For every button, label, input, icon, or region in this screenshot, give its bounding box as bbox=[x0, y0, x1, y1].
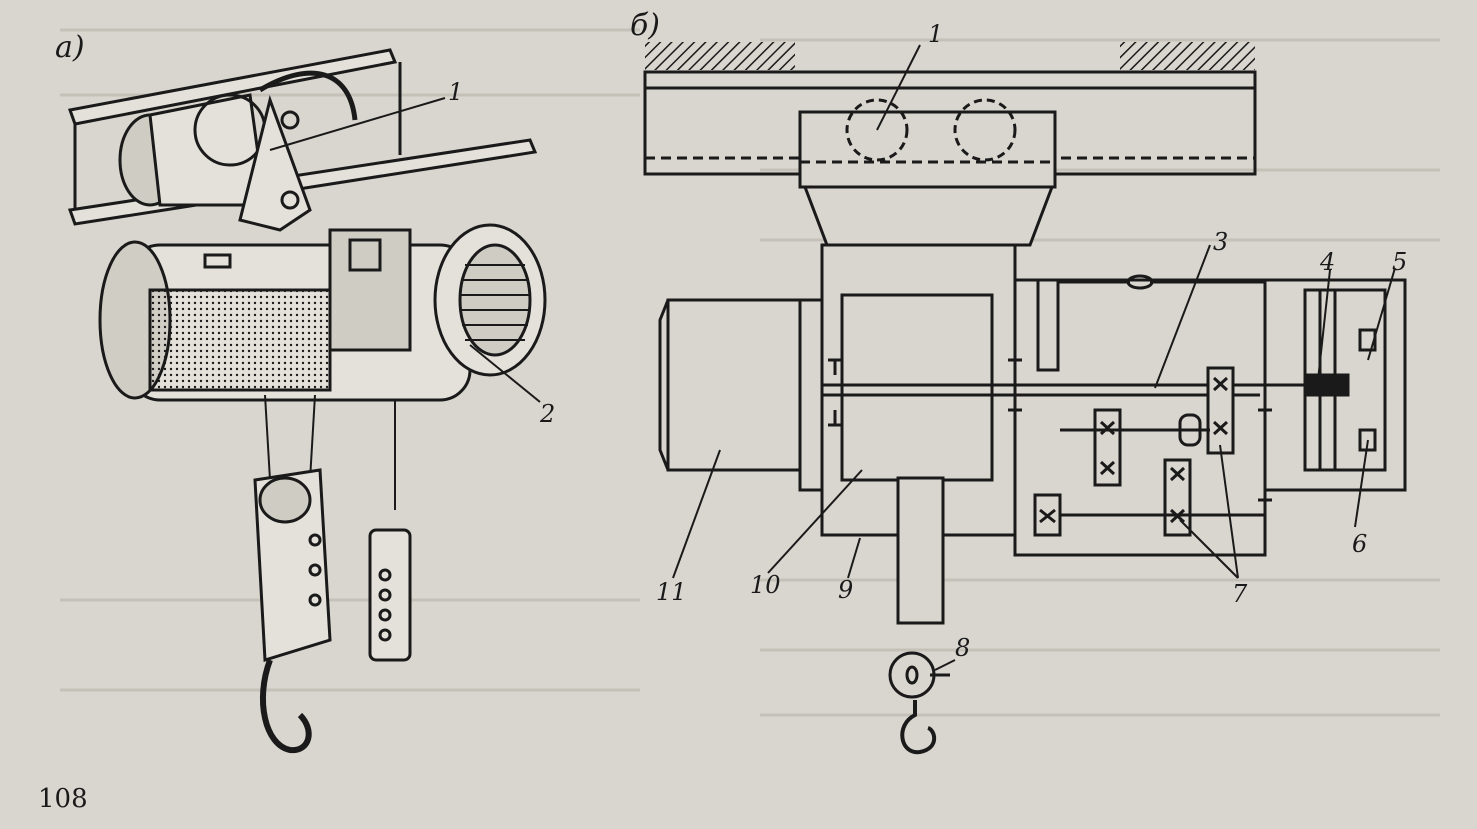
callout-b-3: 3 bbox=[1213, 228, 1229, 256]
bearings bbox=[828, 358, 1272, 515]
hanger bbox=[802, 185, 1055, 247]
callout-a-1: 1 bbox=[448, 78, 464, 106]
callout-b-9: 9 bbox=[838, 576, 854, 604]
callout-b-6: 6 bbox=[1352, 530, 1368, 558]
page-number: 108 bbox=[38, 784, 88, 814]
panel-label-a: а) bbox=[55, 30, 85, 65]
hoist-rope bbox=[264, 394, 396, 510]
hoist-kinematic-scheme bbox=[643, 42, 1407, 755]
ceiling-hatch-left bbox=[645, 42, 795, 70]
leader-lines-b bbox=[672, 44, 1396, 671]
callout-b-5: 5 bbox=[1392, 248, 1408, 276]
panel-label-b: б) bbox=[630, 8, 661, 43]
brake-assembly bbox=[1303, 288, 1387, 472]
ceiling-hatch-right bbox=[1120, 42, 1255, 70]
hoist-body bbox=[98, 223, 547, 402]
callout-b-7: 7 bbox=[1232, 580, 1248, 608]
leader-a2 bbox=[469, 344, 541, 403]
trolley-wheel bbox=[845, 98, 909, 162]
pendant-control bbox=[368, 528, 412, 662]
hook-block bbox=[253, 468, 332, 754]
trolley-wheel bbox=[953, 98, 1017, 162]
callout-a-2: 2 bbox=[540, 400, 556, 428]
callout-b-10: 10 bbox=[750, 571, 781, 599]
hoist-perspective-illustration bbox=[67, 48, 547, 754]
callout-b-1: 1 bbox=[928, 20, 944, 48]
callout-b-11: 11 bbox=[656, 578, 687, 606]
callout-b-4: 4 bbox=[1320, 248, 1336, 276]
motor-11 bbox=[658, 298, 824, 492]
callout-b-8: 8 bbox=[955, 634, 971, 662]
trolley bbox=[118, 70, 358, 232]
trolley-frame bbox=[798, 110, 1057, 189]
hook-8 bbox=[888, 476, 950, 755]
gear-pair-7 bbox=[1033, 366, 1235, 537]
leader-a1 bbox=[269, 97, 446, 151]
